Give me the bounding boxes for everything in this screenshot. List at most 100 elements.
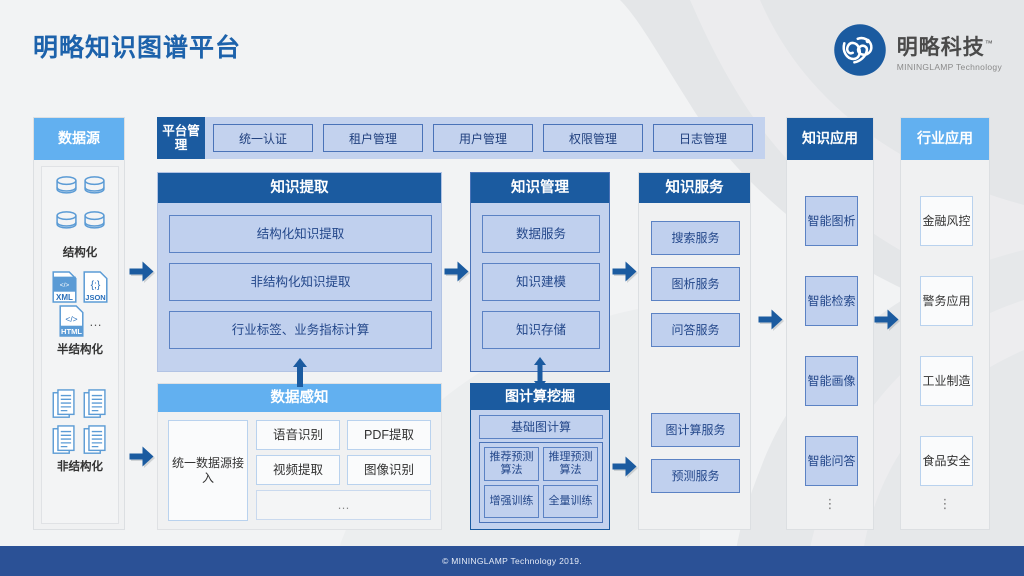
datasource-group-semistructured: </> XML {;} JSON </> HTML (42, 271, 118, 357)
industry-apps-title: 行业应用 (901, 118, 989, 160)
knowledge-apps-title: 知识应用 (787, 118, 873, 160)
platform-item-user-mgmt[interactable]: 用户管理 (433, 124, 533, 152)
ksvc-item-graph-analysis[interactable]: 图析服务 (651, 267, 740, 301)
dperc-item-speech-recognition[interactable]: 语音识别 (256, 420, 340, 450)
kext-item-industry-tags[interactable]: 行业标签、业务指标计算 (169, 311, 432, 349)
kapp-item-smart-qa[interactable]: 智能问答 (805, 436, 858, 486)
dperc-item-image-recognition[interactable]: 图像识别 (347, 455, 431, 485)
file-format-icon-group: </> XML {;} JSON (46, 271, 114, 303)
document-stack-icon (83, 425, 106, 454)
arrow-perception-to-extraction-up (293, 358, 307, 387)
file-format-icon-group-2: </> HTML … (46, 305, 114, 337)
document-stack-icon (52, 425, 75, 454)
ksvc-item-graph-compute[interactable]: 图计算服务 (651, 413, 740, 447)
trademark-icon: ™ (984, 39, 994, 48)
industry-apps-column: 行业应用 金融风控 警务应用 工业制造 食品安全 ⋮ (900, 117, 990, 530)
datasource-title: 数据源 (34, 118, 124, 160)
dperc-item-more[interactable]: … (256, 490, 431, 520)
kman-item-knowledge-modeling[interactable]: 知识建模 (482, 263, 600, 301)
arrow-management-graphcompute-bidirectional (534, 357, 546, 389)
document-stack-icon-group (48, 389, 112, 456)
platform-item-log-mgmt[interactable]: 日志管理 (653, 124, 753, 152)
unified-datasource-access[interactable]: 统一数据源接入 (168, 420, 248, 521)
gcomp-algo-full-training[interactable]: 全量训练 (543, 484, 598, 518)
datasource-group-structured: 结构化 (42, 175, 118, 260)
data-perception-panel: 数据感知 统一数据源接入 语音识别 PDF提取 视频提取 图像识别 … (157, 383, 442, 530)
document-stack-icon (52, 389, 75, 418)
knowledge-management-panel: 知识管理 数据服务 知识建模 知识存储 (470, 172, 610, 372)
datasource-body: 结构化 </> XML {;} JSON (41, 166, 119, 524)
datasource-column: 数据源 结构化 </> XML (33, 117, 125, 530)
platform-item-permission-mgmt[interactable]: 权限管理 (543, 124, 643, 152)
database-icon-group (48, 175, 112, 242)
kman-item-data-service[interactable]: 数据服务 (482, 215, 600, 253)
arrow-graphcompute-to-service (612, 456, 638, 478)
industry-apps-more-icon: ⋮ (938, 496, 952, 511)
platform-item-unified-auth[interactable]: 统一认证 (213, 124, 313, 152)
svg-text:</>: </> (60, 282, 70, 289)
database-icon (55, 176, 77, 194)
iapp-item-food-safety[interactable]: 食品安全 (920, 436, 973, 486)
database-icon (55, 211, 77, 229)
gcomp-algo-recommend-prediction[interactable]: 推荐预测算法 (484, 447, 539, 481)
knowledge-extraction-panel: 知识提取 结构化知识提取 非结构化知识提取 行业标签、业务指标计算 (157, 172, 442, 372)
knowledge-apps-column: 知识应用 智能图析 智能检索 智能画像 智能问答 ⋮ (786, 117, 874, 530)
ksvc-item-qa[interactable]: 问答服务 (651, 313, 740, 347)
arrow-knowledge-apps-to-industry-apps (874, 309, 900, 331)
kman-item-knowledge-storage[interactable]: 知识存储 (482, 311, 600, 349)
ksvc-item-search[interactable]: 搜索服务 (651, 221, 740, 255)
kext-item-structured[interactable]: 结构化知识提取 (169, 215, 432, 253)
page-title: 明略知识图谱平台 (33, 34, 242, 62)
gcomp-item-base[interactable]: 基础图计算 (479, 415, 603, 439)
database-icon (83, 211, 105, 229)
iapp-item-industrial-manufacturing[interactable]: 工业制造 (920, 356, 973, 406)
kapp-item-smart-graph-analysis[interactable]: 智能图析 (805, 196, 858, 246)
datasource-caption-structured: 结构化 (62, 247, 98, 259)
arrow-datasource-to-perception (129, 446, 155, 468)
footer-bar: © MININGLAMP Technology 2019. (0, 546, 1024, 576)
platform-management-bar: 平台管理 统一认证 租户管理 用户管理 权限管理 日志管理 (157, 117, 765, 159)
json-file-icon: {;} JSON (83, 271, 108, 303)
datasource-ellipsis: … (89, 313, 102, 329)
kapp-item-smart-profiling[interactable]: 智能画像 (805, 356, 858, 406)
svg-text:{;}: {;} (91, 280, 101, 291)
platform-management-label: 平台管理 (157, 117, 205, 159)
arrow-management-to-service (612, 261, 638, 283)
mininglamp-circle-logo-icon (834, 24, 886, 76)
dperc-item-pdf-extract[interactable]: PDF提取 (347, 420, 431, 450)
datasource-caption-unstructured: 非结构化 (57, 461, 103, 473)
svg-text:</>: </> (65, 314, 77, 324)
iapp-item-police-application[interactable]: 警务应用 (920, 276, 973, 326)
html-file-icon: </> HTML (59, 305, 84, 337)
page-header: 明略知识图谱平台 明略科技™ MININGLAMP Technology (0, 0, 1024, 100)
xml-file-icon: </> XML (52, 271, 77, 303)
graph-compute-algorithm-grid: 推荐预测算法 推理预测算法 增强训练 全量训练 (479, 442, 603, 523)
arrow-service-to-knowledge-apps (758, 309, 784, 331)
platform-item-tenant-mgmt[interactable]: 租户管理 (323, 124, 423, 152)
arrow-extraction-to-management (444, 261, 470, 283)
knowledge-extraction-title: 知识提取 (158, 173, 441, 203)
knowledge-apps-more-icon: ⋮ (823, 496, 837, 511)
logo-company-name-cn: 明略科技™ (897, 31, 1002, 61)
ksvc-item-prediction[interactable]: 预测服务 (651, 459, 740, 493)
datasource-caption-semistructured: 半结构化 (57, 344, 103, 356)
datasource-group-unstructured: 非结构化 (42, 389, 118, 474)
kapp-item-smart-search[interactable]: 智能检索 (805, 276, 858, 326)
graph-compute-panel: 图计算挖掘 基础图计算 推荐预测算法 推理预测算法 增强训练 全量训练 (470, 383, 610, 530)
database-icon (83, 176, 105, 194)
svg-text:XML: XML (56, 293, 73, 302)
platform-management-items: 统一认证 租户管理 用户管理 权限管理 日志管理 (213, 124, 753, 152)
architecture-diagram: 数据源 结构化 </> XML (0, 100, 1024, 546)
brand-logo: 明略科技™ MININGLAMP Technology (832, 22, 1002, 78)
svg-text:JSON: JSON (85, 293, 105, 302)
dperc-item-video-extract[interactable]: 视频提取 (256, 455, 340, 485)
gcomp-algo-inference-prediction[interactable]: 推理预测算法 (543, 447, 598, 481)
kext-item-unstructured[interactable]: 非结构化知识提取 (169, 263, 432, 301)
logo-company-name-en: MININGLAMP Technology (896, 62, 1002, 72)
iapp-item-financial-risk[interactable]: 金融风控 (920, 196, 973, 246)
gcomp-algo-reinforced-training[interactable]: 增强训练 (484, 484, 539, 518)
knowledge-management-title: 知识管理 (471, 173, 609, 203)
knowledge-service-title: 知识服务 (639, 173, 750, 203)
svg-text:HTML: HTML (61, 327, 82, 336)
document-stack-icon (83, 389, 106, 418)
